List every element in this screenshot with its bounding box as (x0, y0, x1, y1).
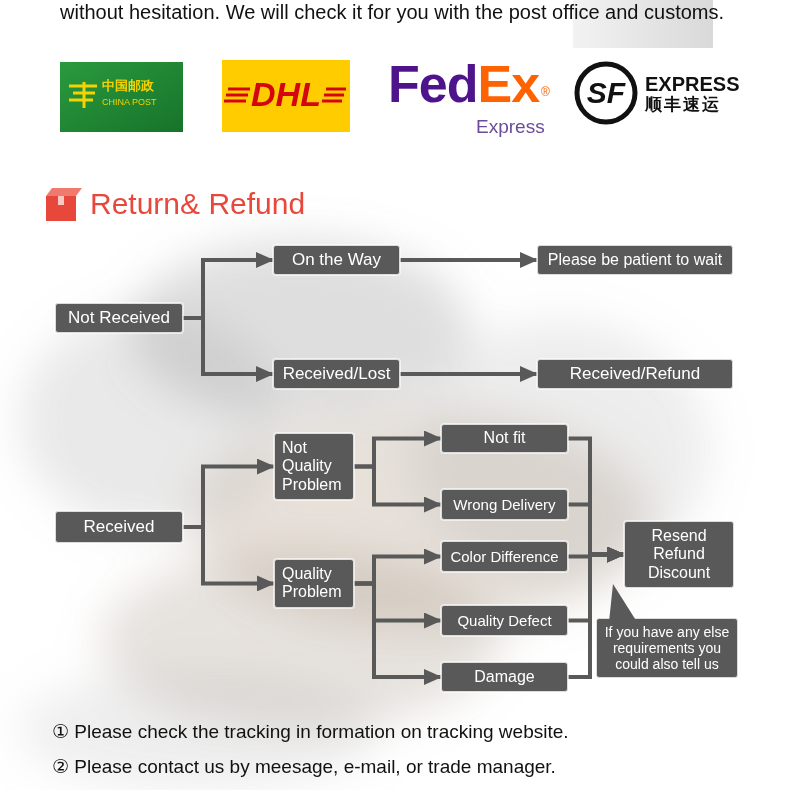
box-text: Received/Lost (283, 364, 391, 384)
dhl-logo (222, 60, 350, 132)
box-text: Not Quality Problem (282, 439, 346, 494)
box-text: Damage (474, 668, 534, 686)
box-text: Not Received (68, 308, 170, 328)
flow-arrow (354, 439, 441, 467)
logo-text: Express (476, 116, 545, 139)
flow-arrow (183, 318, 273, 374)
reason-box: Quality Defect (441, 605, 568, 636)
reason-box: Not fit (441, 424, 568, 453)
section-heading: Return& Refund (90, 186, 305, 222)
logo-text: 中国邮政 (102, 78, 154, 94)
category-box: Quality Problem (274, 559, 354, 608)
reason-box: Damage (441, 662, 568, 692)
status-box: Not Received (55, 303, 183, 333)
callout-bubble: If you have any else requirements you co… (596, 618, 738, 678)
fedex-wordmark: FedEx® (388, 56, 549, 113)
flow-arrow (354, 557, 441, 584)
logo-text: SF (576, 75, 636, 111)
status-box: Received (55, 511, 183, 543)
intro-text: without hesitation. We will check it for… (60, 0, 730, 24)
box-text: Not fit (484, 429, 526, 447)
flow-arrow (568, 505, 624, 555)
logo-text: Ex (477, 55, 539, 113)
box-text: Received (84, 517, 155, 537)
flow-arrow (183, 527, 274, 583)
box-text: On the Way (292, 250, 381, 270)
flow-arrow (400, 372, 537, 376)
box-text: Quality Problem (282, 565, 346, 602)
china-post-emblem (69, 82, 97, 108)
box-text: Resend Refund Discount (632, 527, 726, 582)
solution-box: Resend Refund Discount (624, 521, 734, 588)
flow-arrow (183, 467, 274, 527)
logo-text: EXPRESS (645, 72, 739, 96)
note-text: ② Please contact us by meesage, e-mail, … (52, 756, 556, 779)
sf-logo-ring (577, 64, 635, 122)
category-box: Not Quality Problem (274, 433, 354, 500)
flow-arrow (354, 583, 441, 677)
box-text: Received/Refund (570, 364, 700, 384)
reason-box: Color Difference (441, 541, 568, 572)
box-text: Quality Defect (457, 612, 551, 629)
result-box: Please be patient to wait (537, 245, 733, 275)
logo-text: DHL (222, 74, 350, 115)
note-text: ① Please check the tracking in formation… (52, 721, 569, 744)
process-box: On the Way (273, 245, 400, 275)
box-text: Color Difference (450, 548, 558, 565)
reason-box: Wrong Delivery (441, 489, 568, 520)
box-text: If you have any else requirements you co… (604, 624, 730, 672)
box-icon (46, 188, 82, 221)
callout-tail (605, 582, 645, 622)
logo-text: CHINA POST (102, 97, 157, 108)
logo-text: 顺丰速运 (645, 95, 721, 115)
flow-arrow (183, 260, 273, 318)
flow-arrow (354, 467, 441, 505)
box-text: Please be patient to wait (548, 251, 722, 269)
result-box: Received/Refund (537, 359, 733, 389)
china-post-logo (60, 62, 183, 132)
process-box: Received/Lost (273, 359, 400, 389)
logo-text: Fed (388, 55, 477, 113)
flow-arrow (568, 439, 624, 555)
handshake-photo (20, 240, 710, 790)
box-text: Wrong Delivery (453, 496, 555, 513)
logo-text: ® (541, 85, 549, 99)
flow-arrow (400, 258, 537, 262)
flow-arrow (354, 583, 441, 620)
